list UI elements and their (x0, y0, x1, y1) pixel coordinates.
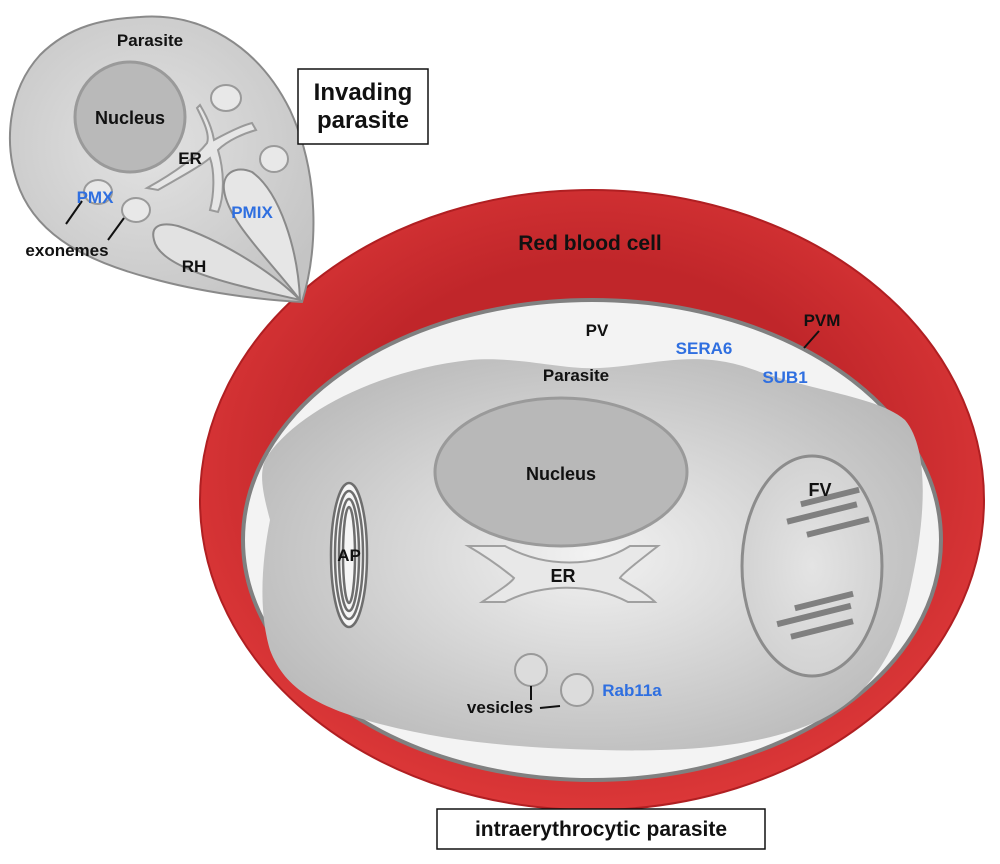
pmix-organelle-icon (222, 168, 302, 304)
nucleus-label: Nucleus (526, 464, 596, 484)
ap-label: AP (337, 546, 361, 565)
er-icon (464, 545, 661, 603)
sub1-label: SUB1 (762, 368, 807, 387)
exoneme-icon (121, 197, 151, 223)
invader-vesicle-icon (259, 145, 289, 173)
vesicle-pointers (530, 686, 561, 709)
exoneme-icon (83, 179, 113, 205)
rh-label: RH (182, 257, 207, 276)
er-label: ER (550, 566, 575, 586)
rhoptry-icon (152, 223, 304, 302)
intracellular-parasite-body (262, 359, 923, 751)
nucleus-icon (433, 396, 689, 548)
food-vacuole-icon (740, 454, 884, 678)
vesicles-label: vesicles (467, 698, 533, 717)
parasite-label: Parasite (543, 366, 609, 385)
vesicle-icon (514, 653, 594, 707)
invader-vesicle-icon (210, 84, 242, 112)
exonemes-label: exonemes (25, 241, 108, 260)
pmix-label: PMIX (231, 203, 273, 222)
apicoplast-icon (329, 481, 369, 629)
pv-label: PV (586, 321, 609, 340)
invading-parasite (8, 15, 315, 304)
pmx-label: PMX (77, 188, 115, 207)
fv-label: FV (808, 480, 831, 500)
invading-parasite-box (297, 68, 429, 145)
rab11a-label: Rab11a (602, 681, 662, 700)
invader-er-label: ER (178, 149, 202, 168)
invader-er-icon (144, 103, 258, 214)
exoneme-pointers (65, 200, 125, 241)
rbc-label: Red blood cell (518, 232, 662, 255)
intraerythrocytic-box-label: intraerythrocytic parasite (475, 818, 727, 841)
intraerythrocytic-box (436, 808, 766, 850)
invader-parasite-label: Parasite (117, 31, 183, 50)
invading-box-line2: parasite (317, 107, 409, 134)
pvm-pointer (803, 330, 820, 349)
invader-nucleus-icon (73, 60, 187, 174)
sera6-label: SERA6 (676, 339, 733, 358)
invader-nucleus-label: Nucleus (95, 108, 165, 128)
pvm-label: PVM (804, 311, 841, 330)
invading-box-line1: Invading (314, 79, 413, 106)
